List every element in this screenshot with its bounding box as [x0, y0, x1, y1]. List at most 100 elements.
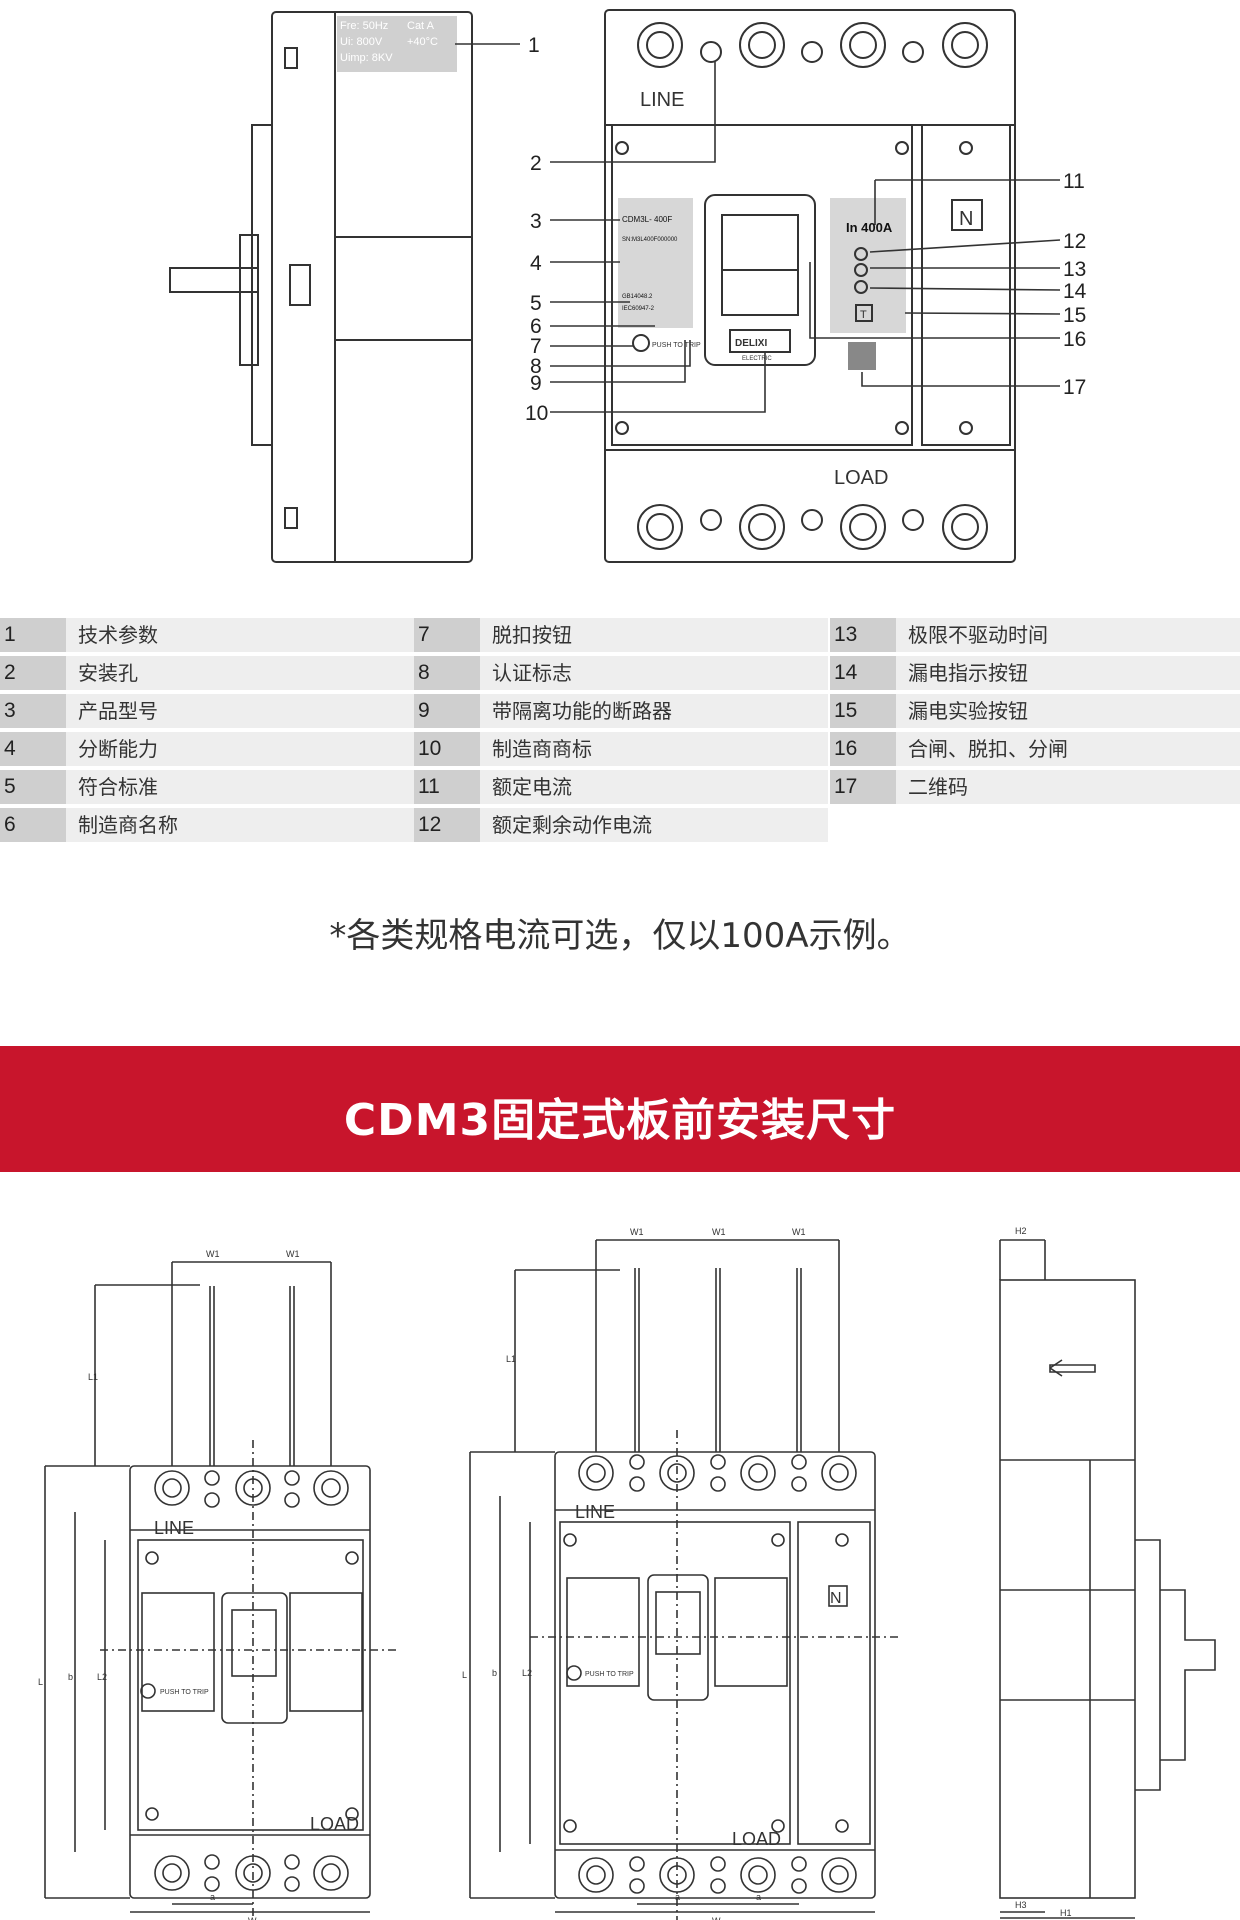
legend-text: 符合标准	[66, 770, 414, 804]
dim-l2-b: L2	[522, 1668, 532, 1678]
legend-text: 脱扣按钮	[480, 618, 828, 652]
side-view	[169, 11, 473, 563]
dim-w1-c: W1	[630, 1227, 644, 1237]
dim4-push-to-trip: PUSH TO TRIP	[585, 1671, 634, 1678]
dim-h2: H2	[1015, 1226, 1027, 1236]
legend-number: 6	[0, 808, 66, 842]
t-label: T	[860, 309, 867, 321]
dim-w1-e: W1	[792, 1227, 806, 1237]
callout-13: 13	[1063, 258, 1086, 281]
dim4-n-label: N	[830, 1590, 842, 1607]
callout-4: 4	[530, 252, 542, 275]
spec-temperature: +40°C	[407, 36, 438, 48]
banner-title: CDM3固定式板前安装尺寸	[343, 1095, 897, 1146]
callout-2: 2	[530, 152, 542, 175]
dim-l-b: L	[462, 1670, 467, 1680]
rating-label: In 400A	[846, 220, 893, 235]
callout-1: 1	[528, 34, 540, 57]
callout-16: 16	[1063, 328, 1086, 351]
legend-number: 4	[0, 732, 66, 766]
dim-w-b: W	[712, 1916, 721, 1920]
legend-text: 漏电指示按钮	[896, 656, 1240, 690]
nameplate-std2: IEC60947-2	[622, 306, 655, 312]
callout-9: 9	[530, 372, 542, 395]
dim-a-b: a	[675, 1892, 680, 1902]
n-label: N	[959, 208, 973, 230]
legend-number: 11	[414, 770, 480, 804]
dim-b-b: b	[492, 1668, 497, 1678]
legend-text: 制造商名称	[66, 808, 414, 842]
legend-text: 漏电实验按钮	[896, 694, 1240, 728]
dim-h3: H3	[1015, 1900, 1027, 1910]
legend-number: 5	[0, 770, 66, 804]
legend-text: 安装孔	[66, 656, 414, 690]
push-to-trip-label: PUSH TO TRIP	[652, 342, 701, 349]
callout-17: 17	[1063, 376, 1086, 399]
nameplate-std1: GB14048.2	[622, 294, 653, 300]
dim-l1-b: L1	[506, 1354, 516, 1364]
callout-12: 12	[1063, 230, 1086, 253]
dim3-line-label: LINE	[154, 1518, 194, 1538]
legend-text: 分断能力	[66, 732, 414, 766]
legend-number: 12	[414, 808, 480, 842]
dim-w1-b: W1	[286, 1249, 300, 1259]
load-label: LOAD	[834, 467, 888, 489]
callout-3: 3	[530, 210, 542, 233]
dimension-drawings: LINE LOAD LINE LOAD N PUSH TO TRIP PUSH …	[38, 1226, 1216, 1920]
side-dimension-view	[999, 1239, 1216, 1919]
legend-number: 14	[830, 656, 896, 690]
four-pole-view	[469, 1239, 900, 1920]
callout-8: 8	[530, 355, 542, 378]
dim-l2-a: L2	[97, 1672, 107, 1682]
legend-text: 极限不驱动时间	[896, 618, 1240, 652]
callout-5: 5	[530, 292, 542, 315]
dim-l1-a: L1	[88, 1372, 98, 1382]
legend-number: 9	[414, 694, 480, 728]
nameplate-model: CDM3L- 400F	[622, 215, 672, 224]
dim-w1-d: W1	[712, 1227, 726, 1237]
legend-number: 16	[830, 732, 896, 766]
spec-voltage: Ui: 800V	[340, 36, 383, 48]
legend-text: 产品型号	[66, 694, 414, 728]
legend-text: 技术参数	[66, 618, 414, 652]
legend-text: 合闸、脱扣、分闸	[896, 732, 1240, 766]
legend-number: 2	[0, 656, 66, 690]
callout-11: 11	[1063, 170, 1085, 193]
dim-a-a: a	[210, 1892, 215, 1902]
three-pole-view	[44, 1261, 400, 1920]
spec-frequency: Fre: 50Hz	[340, 20, 388, 32]
dim-w1-a: W1	[206, 1249, 220, 1259]
section-banner: CDM3固定式板前安装尺寸	[0, 1046, 1240, 1172]
legend-number: 7	[414, 618, 480, 652]
dim-b-a: b	[68, 1672, 73, 1682]
legend-text: 认证标志	[480, 656, 828, 690]
dim4-line-label: LINE	[575, 1502, 615, 1522]
dim-w-a: W	[248, 1916, 257, 1920]
callout-6: 6	[530, 315, 542, 338]
legend-number: 17	[830, 770, 896, 804]
spec-category: Cat A	[407, 20, 435, 32]
legend-text: 二维码	[896, 770, 1240, 804]
legend-text: 额定电流	[480, 770, 828, 804]
dim-h1: H1	[1060, 1908, 1072, 1918]
legend-number: 1	[0, 618, 66, 652]
front-view	[604, 9, 1016, 563]
line-label: LINE	[640, 89, 684, 111]
legend-number: 3	[0, 694, 66, 728]
brand-sub: ELECTRIC	[742, 356, 772, 362]
